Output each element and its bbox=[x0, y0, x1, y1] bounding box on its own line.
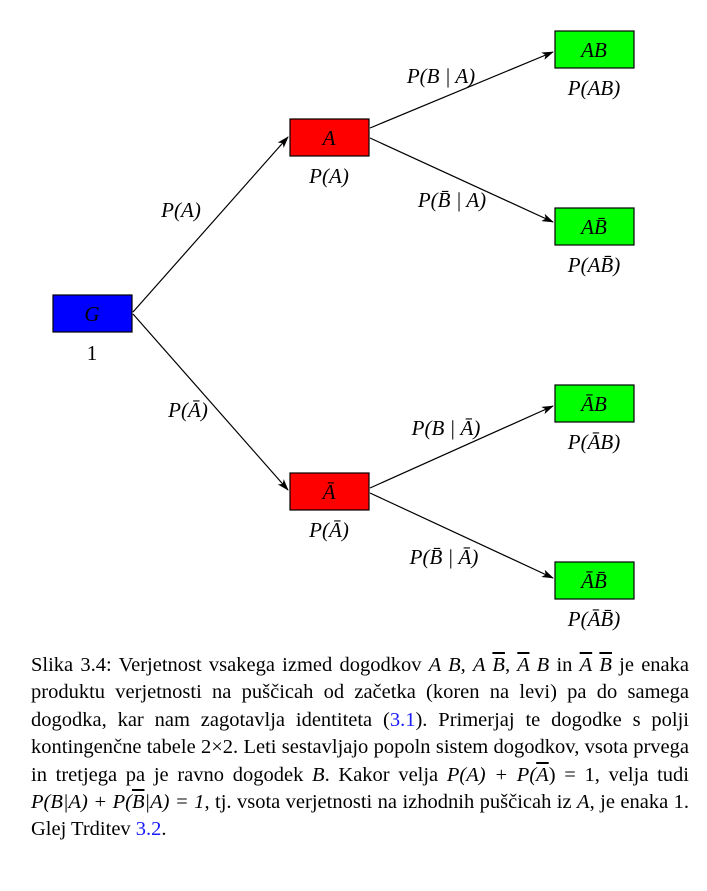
edge-not-a-to-not-a-b bbox=[369, 405, 554, 489]
node-g-probability: 1 bbox=[87, 341, 98, 365]
edge-g-to-a bbox=[132, 136, 289, 313]
node-not-a-not-b-box bbox=[554, 561, 635, 600]
node-a-label: A bbox=[321, 126, 336, 150]
edge-not-a-not-a-b-label: P(B | Ā) bbox=[411, 416, 481, 440]
edge-g-to-not-a bbox=[132, 313, 289, 491]
node-ab-probability: P(AB) bbox=[567, 76, 620, 100]
node-g-label: G bbox=[84, 302, 99, 326]
node-not-a-b-box bbox=[554, 384, 635, 423]
node-not-a-probability: P(Ā) bbox=[308, 518, 349, 542]
edge-not-a-not-a-not-b-label: P(B̄ | Ā) bbox=[409, 545, 479, 569]
node-not-a-b-label: ĀB bbox=[579, 392, 607, 416]
node-a-probability: P(A) bbox=[308, 164, 349, 188]
node-ab-label: AB bbox=[579, 38, 607, 62]
node-ab-box bbox=[554, 30, 635, 69]
node-not-a-not-b-probability: P(ĀB̄) bbox=[567, 607, 620, 631]
node-not-a-b-probability: P(ĀB) bbox=[567, 430, 620, 454]
caption-figure-number: Slika 3.4: bbox=[31, 654, 112, 676]
node-g-box bbox=[52, 294, 133, 333]
theorem-reference-link[interactable]: 3.2 bbox=[135, 818, 162, 841]
node-a-not-b-box bbox=[554, 207, 635, 246]
edge-g-not-a-label: P(Ā) bbox=[167, 398, 208, 422]
equation-reference-link[interactable]: 3.1 bbox=[389, 708, 416, 731]
figure-caption: Slika 3.4: Verjetnost vsakega izmed dogo… bbox=[31, 654, 690, 841]
node-a-box bbox=[289, 118, 370, 157]
edge-not-a-to-not-a-not-b bbox=[369, 492, 554, 579]
probability-tree-diagram: G A Ā AB AB̄ ĀB ĀB̄ 1 P(A) P(Ā) P(AB) P(… bbox=[52, 30, 635, 631]
edge-a-ab-label: P(B | A) bbox=[406, 64, 475, 88]
node-a-not-b-probability: P(AB̄) bbox=[567, 253, 620, 277]
node-not-a-not-b-label: ĀB̄ bbox=[579, 569, 607, 593]
edge-a-to-ab bbox=[369, 51, 554, 129]
edge-a-a-not-b-label: P(B̄ | A) bbox=[417, 188, 486, 212]
edge-a-to-a-not-b bbox=[369, 137, 554, 223]
node-not-a-box bbox=[289, 472, 370, 511]
node-not-a-label: Ā bbox=[321, 480, 336, 504]
edge-g-a-label: P(A) bbox=[160, 198, 201, 222]
node-a-not-b-label: AB̄ bbox=[579, 215, 607, 239]
